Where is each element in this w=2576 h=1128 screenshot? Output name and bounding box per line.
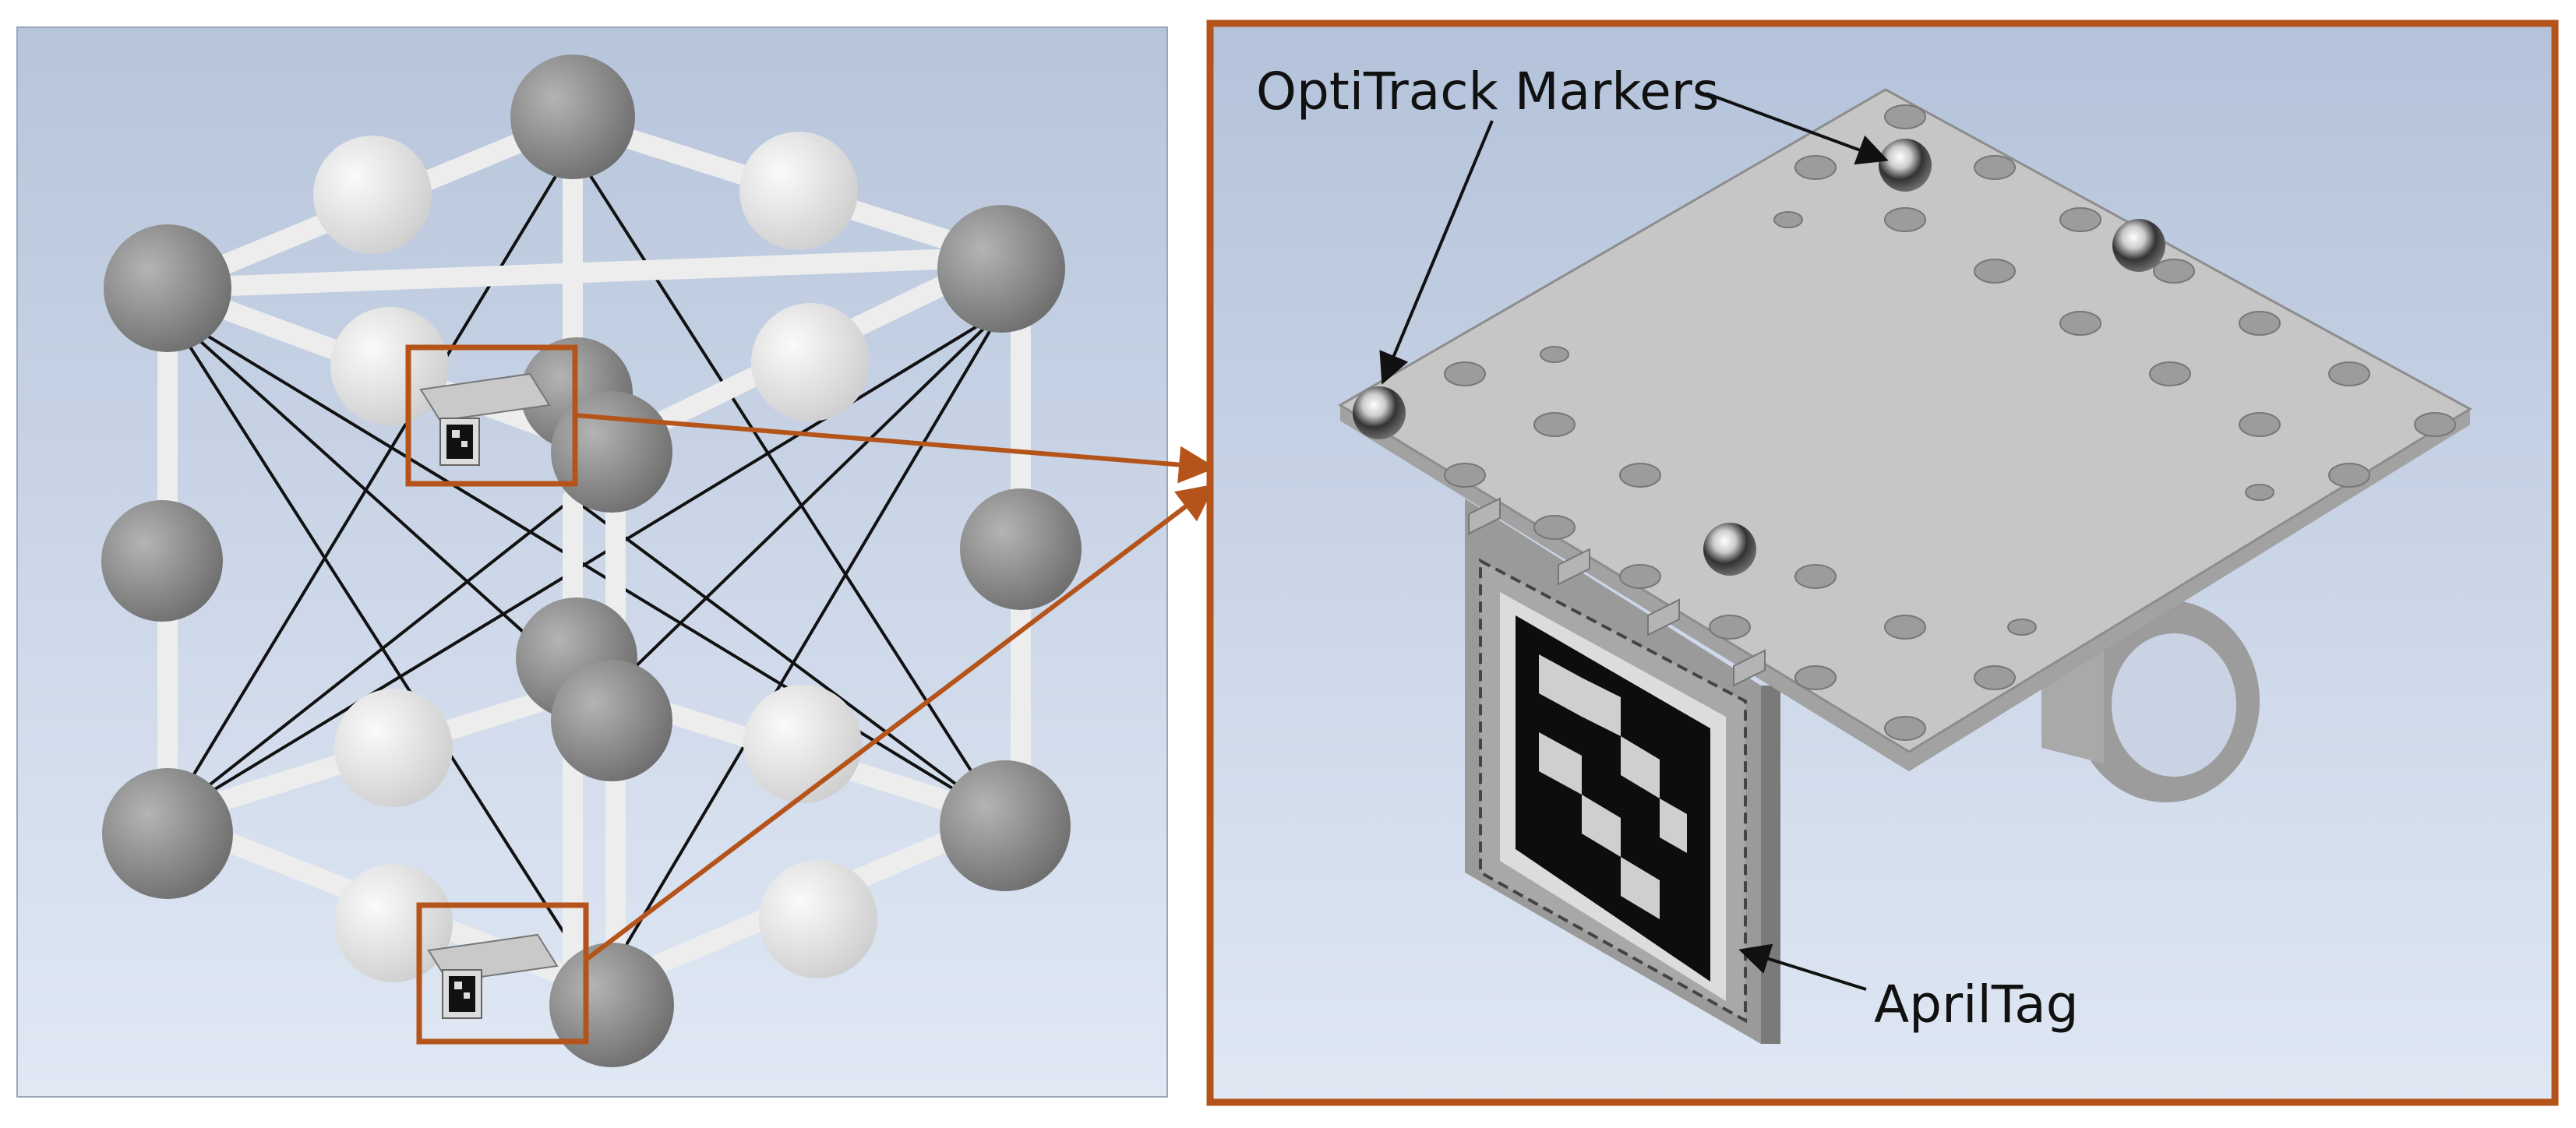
label-optitrack-markers: OptiTrack Markers — [1256, 62, 1719, 122]
overview-panel — [16, 26, 1168, 1098]
mounting-plate — [1338, 88, 2472, 771]
highlight-box-bottom — [416, 902, 589, 1045]
detail-panel: OptiTrack Markers AprilTag — [1206, 19, 2559, 1106]
clamp-ring — [2041, 600, 2260, 802]
tension-cables — [166, 146, 1003, 991]
label-apriltag: AprilTag — [1874, 975, 2079, 1035]
mount-miniature-top — [419, 372, 551, 466]
optitrack-marker-spheres — [1353, 139, 2165, 576]
apriltag-panel — [1465, 499, 1780, 1044]
light-spheres — [313, 132, 877, 982]
annotation-arrows — [1379, 92, 1889, 991]
mounting-holes — [1444, 104, 2456, 741]
apriltag-pattern — [1539, 654, 1687, 919]
zoom-connectors — [574, 413, 1216, 962]
mount-miniature-bottom — [427, 933, 559, 1019]
plate-tabs — [1468, 497, 1766, 687]
dark-spheres — [101, 55, 1082, 1067]
